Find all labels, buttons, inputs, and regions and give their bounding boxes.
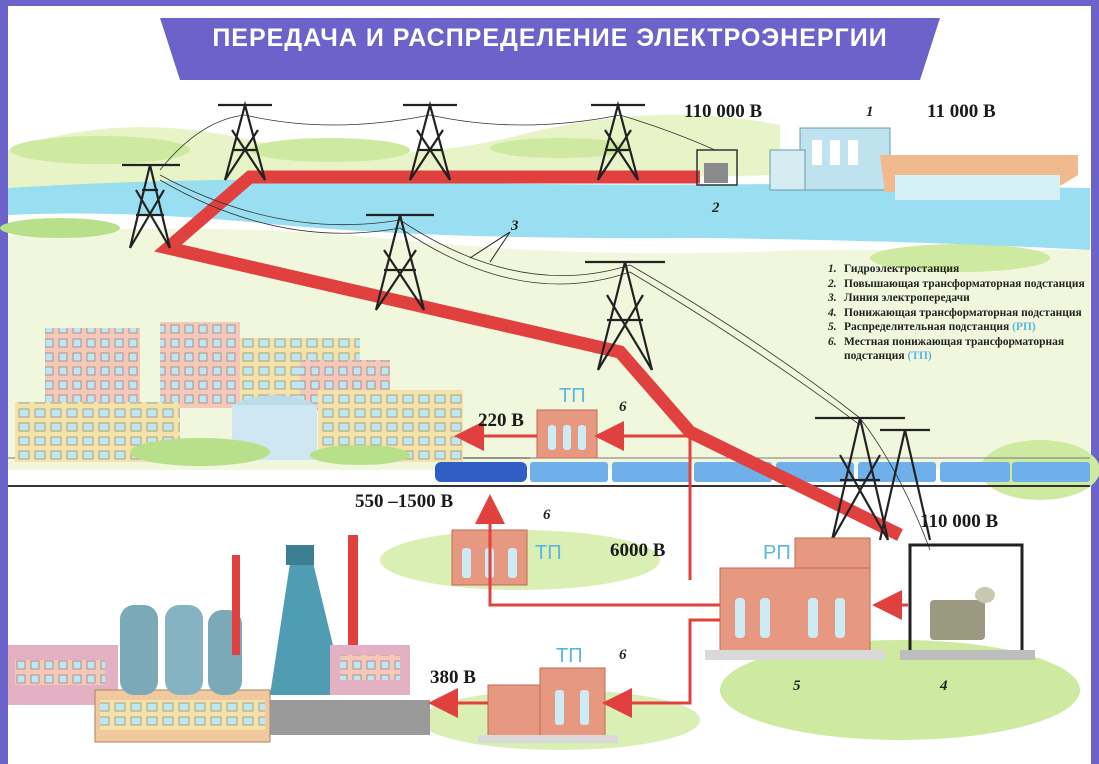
legend-item: 1. Гидроэлектростанция: [828, 262, 1088, 277]
callout-5: 5: [793, 678, 801, 694]
callout-3: 3: [511, 218, 519, 234]
voltage-city: 220 В: [478, 410, 524, 431]
legend-item: 4. Понижающая трансформаторная подстанция: [828, 306, 1088, 321]
legend-number: 1.: [828, 263, 837, 275]
legend-text: Повышающая трансформаторная подстанция: [844, 277, 1085, 290]
voltage-factory: 380 В: [430, 667, 476, 688]
legend-abbrev-rp: (РП): [1012, 321, 1036, 333]
legend-number: 6.: [828, 335, 837, 348]
label-tp-railway: ТП: [535, 542, 562, 564]
voltage-hv-top: 110 000 В: [684, 101, 763, 122]
label-tp-factory: ТП: [556, 645, 583, 667]
legend-item: 6. Местная понижающая трансформаторная по…: [828, 335, 1088, 364]
legend-number: 3.: [828, 292, 837, 304]
legend-item: 3. Линия электропередачи: [828, 291, 1088, 306]
legend-number: 5.: [828, 321, 837, 333]
step-down-substation: [900, 543, 1035, 660]
legend-text: Понижающая трансформаторная подстанция: [844, 306, 1082, 319]
legend-text: Местная понижающая трансформаторная подс…: [844, 335, 1065, 363]
pylons: [122, 100, 932, 541]
callout-6-factory: 6: [619, 647, 627, 663]
voltage-railway: 550 –1500 В: [355, 491, 454, 512]
city: [15, 322, 463, 466]
legend-text: Гидроэлектростанция: [844, 263, 960, 275]
distribution-substation: [705, 537, 885, 660]
callout-6-city: 6: [619, 399, 627, 415]
legend: 1. Гидроэлектростанция 2. Повышающая транс…: [828, 262, 1088, 364]
voltage-hv-bottom: 110 000 В: [920, 511, 999, 532]
voltage-generator: 11 000 В: [927, 101, 996, 122]
tp-factory: [478, 667, 618, 743]
hydro-power-plant: [769, 127, 1078, 200]
transmission-wires: [159, 114, 931, 551]
distribution-arrows: [428, 421, 908, 718]
label-rp: РП: [763, 542, 791, 564]
voltage-distribution: 6000 В: [610, 540, 666, 561]
callout-6-railway: 6: [543, 507, 551, 523]
factory: [8, 535, 430, 743]
title-banner: [160, 18, 940, 80]
step-up-substation: [696, 149, 738, 186]
tp-city: [536, 409, 598, 459]
river: [8, 179, 1090, 250]
callout-4: 4: [940, 678, 948, 694]
legend-text: Линия электропередачи: [844, 292, 970, 304]
main-power-line: [154, 170, 903, 541]
callout-2: 2: [712, 200, 720, 216]
legend-text: Распределительная подстанция: [844, 321, 1010, 333]
legend-number: 4.: [828, 306, 837, 319]
callout-3-leaders: [469, 231, 511, 263]
page-title: ПЕРЕДАЧА И РАСПРЕДЕЛЕНИЕ ЭЛЕКТРОЭНЕРГИИ: [212, 24, 888, 52]
legend-item: 5. Распределительная подстанция (РП): [828, 320, 1088, 335]
legend-abbrev-tp: (ТП): [907, 350, 932, 362]
legend-item: 2. Повышающая трансформаторная подстанция: [828, 277, 1088, 292]
legend-number: 2.: [828, 277, 837, 290]
label-tp-city: ТП: [559, 385, 586, 407]
callout-1: 1: [866, 104, 874, 120]
